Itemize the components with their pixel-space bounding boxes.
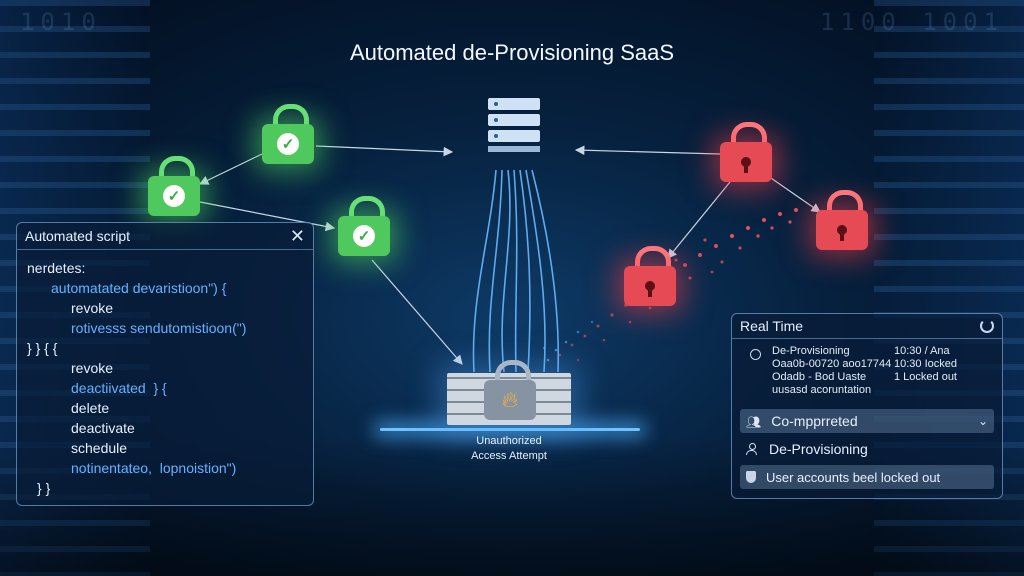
code-line: rotivesss sendutomistioon(") xyxy=(71,320,247,336)
log-time: 10:30 Iocked xyxy=(894,358,957,370)
deprovisioning-label: De-Provisioning xyxy=(769,441,868,457)
completed-dropdown[interactable]: 👥︎ Co-mpprreted ⌄ xyxy=(740,409,994,433)
user-icon xyxy=(746,443,757,455)
script-code: nerdetes: automatated devaristioon") { r… xyxy=(17,250,313,498)
arrow-red-to-server xyxy=(574,145,721,156)
code-line: revoke xyxy=(71,360,114,376)
code-line: deactiivated } { xyxy=(71,380,167,396)
log-entry: Oaa0b-00720 aoo17744 xyxy=(772,358,892,370)
page-title: Automated de-Provisioning SaaS xyxy=(349,40,675,65)
lock-check-icon: ✓ xyxy=(338,196,390,258)
log-right-column: 10:30 / Ana 10:30 Iocked 1 Locked out xyxy=(894,345,957,384)
script-panel-header: Automated script ✕ xyxy=(17,223,313,250)
arrow-green-top-to-left xyxy=(198,153,263,185)
code-line: schedule xyxy=(71,440,128,456)
close-icon[interactable]: ✕ xyxy=(289,225,305,246)
lock-check-icon: ✓ xyxy=(262,104,314,166)
log-time: 1 Locked out xyxy=(894,371,957,383)
data-cables xyxy=(472,169,560,373)
code-line: nerdetes: xyxy=(27,260,86,276)
lock-check-icon: ✓ xyxy=(148,156,200,218)
arrow-green-to-firewall xyxy=(371,259,463,365)
lock-keyhole-icon xyxy=(720,122,772,184)
log-entry: uusasd acoruntation xyxy=(772,384,872,396)
firewall-lock-icon: 🔥︎ xyxy=(484,360,536,424)
log-left-column: De-Provisioning Oaa0b-00720 aoo17744 Oda… xyxy=(772,345,891,397)
lock-keyhole-icon xyxy=(816,190,868,252)
arrow-red-top-to-right xyxy=(767,175,821,213)
binary-decoration-left: 1010 xyxy=(20,8,102,36)
arrow-green-top-to-server xyxy=(315,145,454,157)
realtime-panel-title: Real Time xyxy=(740,318,804,334)
server-icon xyxy=(488,98,540,152)
lock-keyhole-icon xyxy=(624,246,676,308)
code-line: deactivate xyxy=(71,420,135,436)
chevron-down-icon[interactable]: ⌄ xyxy=(977,414,988,428)
code-line: notinentateo, lopnoistion") xyxy=(71,460,237,476)
code-line: } } xyxy=(37,480,51,496)
log-entry: Odadb - Bod Uaste xyxy=(772,371,867,383)
code-line: revoke xyxy=(71,300,114,316)
particle-stream-blue xyxy=(542,320,594,362)
binary-decoration-right: 1100 1001 xyxy=(819,8,1004,36)
arrow-red-to-lower xyxy=(667,181,731,259)
refresh-icon[interactable] xyxy=(980,319,994,333)
caption-line-2: Access Attempt xyxy=(471,450,547,462)
flame-icon: 🔥︎ xyxy=(501,387,519,412)
users-icon: 👥︎ xyxy=(746,415,762,429)
completed-label: Co-mpprreted xyxy=(771,413,858,429)
locked-out-status: User accounts beel locked out xyxy=(740,465,994,489)
firewall-glow xyxy=(380,428,640,431)
caption-line-1: Unauthorized xyxy=(476,435,542,447)
code-line: automatated devaristioon") { xyxy=(51,280,227,296)
realtime-panel: Real Time De-Provisioning Oaa0b-00720 ao… xyxy=(731,313,1003,499)
code-line: delete xyxy=(71,400,110,416)
realtime-log: De-Provisioning Oaa0b-00720 aoo17744 Oda… xyxy=(740,345,994,405)
code-line: } } { { xyxy=(27,340,58,356)
shield-icon xyxy=(746,471,756,483)
realtime-panel-header: Real Time xyxy=(732,314,1002,339)
deprovisioning-row[interactable]: De-Provisioning xyxy=(740,437,994,461)
unauthorized-access-caption: Unauthorized Access Attempt xyxy=(446,434,572,464)
automated-script-panel: Automated script ✕ nerdetes: automatated… xyxy=(16,222,314,506)
log-entry: De-Provisioning xyxy=(772,345,850,357)
clock-icon xyxy=(750,349,761,360)
locked-out-label: User accounts beel locked out xyxy=(766,469,941,485)
log-time: 10:30 / Ana xyxy=(894,345,950,357)
script-panel-title: Automated script xyxy=(25,228,131,244)
